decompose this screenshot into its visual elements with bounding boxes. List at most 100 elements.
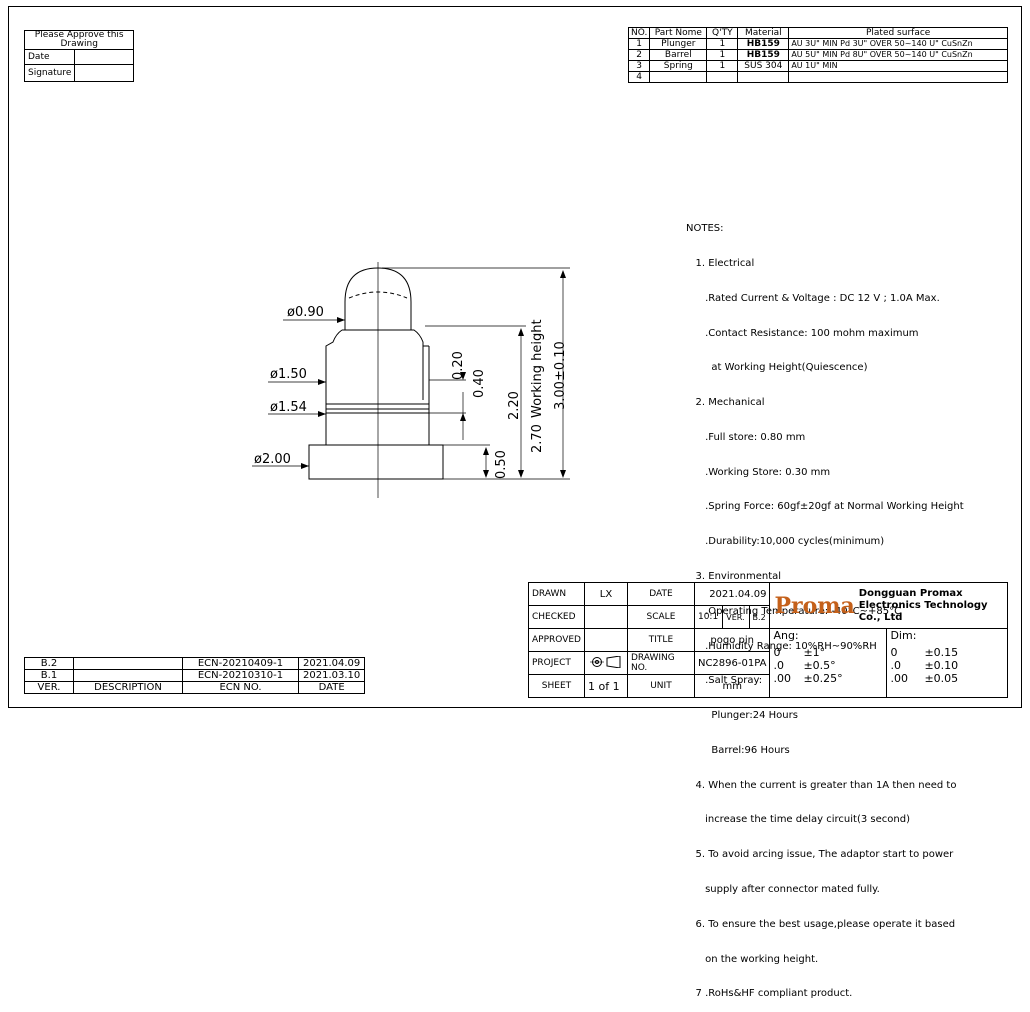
note-line: 4. When the current is greater than 1A t…	[686, 779, 957, 791]
rev-cell: ECN-20210310-1	[182, 669, 299, 682]
tb-title-label: TITLE	[626, 628, 695, 652]
note-line: .Spring Force: 60gf±20gf at Normal Worki…	[686, 501, 964, 513]
tb-scale-value: 10:1	[693, 605, 724, 629]
note-line: Plunger:24 Hours	[686, 710, 798, 722]
pin-outline	[252, 262, 570, 498]
arrow	[560, 270, 566, 278]
arrow	[318, 379, 326, 385]
tb-date-value: 2021.04.09	[693, 582, 771, 606]
tb-dim-value: ±0.05	[924, 672, 959, 685]
tb-scale-label: SCALE	[626, 605, 695, 629]
dim-h220: 2.20	[507, 391, 522, 420]
rev-cell: 2021.04.09	[297, 657, 366, 670]
tb-unit-value: mm	[693, 674, 771, 698]
tb-title-value: pogo pin	[693, 628, 771, 652]
tb-drawn-label: DRAWN	[528, 582, 585, 606]
note-line: NOTES:	[686, 223, 724, 235]
note-line: .Working Store: 0.30 mm	[686, 466, 831, 478]
note-line: Barrel:96 Hours	[686, 744, 790, 756]
tb-ang-key: .00	[773, 672, 791, 685]
note-line: increase the time delay circuit(3 second…	[686, 814, 910, 826]
note-line: .Rated Current & Voltage : DC 12 V ; 1.0…	[686, 292, 940, 304]
table-row: B.1 ECN-20210310-1 2021.03.10	[24, 669, 366, 682]
note-line: .Durability:10,000 cycles(minimum)	[686, 536, 885, 548]
rev-cell	[73, 669, 183, 682]
dim-h040: 0.40	[472, 369, 487, 398]
approve-signature-label: Signature	[23, 64, 76, 82]
dim-d090: ø0.90	[287, 305, 324, 320]
approval-box: Please Approve this Drawing Date Signatu…	[23, 30, 135, 82]
tb-logo-cell: Proma Dongguan Promax Electronics Techno…	[769, 582, 1008, 629]
rev-header: DATE	[297, 681, 366, 694]
tb-angular-tolerance: Ang: 0 ±1° .0 ±0.5° .00 ±0.25°	[769, 628, 888, 698]
tb-projection-symbol	[583, 651, 628, 675]
tb-approved-value	[583, 628, 628, 652]
tb-drawing-no-value: NC2896-01PA	[693, 651, 771, 675]
arrow	[318, 411, 326, 417]
approve-signature-value	[74, 64, 135, 82]
revision-header-row: VER. DESCRIPTION ECN NO. DATE	[24, 681, 366, 694]
tb-ang-value: ±0.25°	[803, 672, 843, 685]
tb-dim-label: Dim:	[890, 629, 917, 642]
tb-ang-key: 0	[773, 646, 781, 659]
tb-unit-label: UNIT	[626, 674, 695, 698]
tb-date-label: DATE	[626, 582, 695, 606]
rev-header: ECN NO.	[182, 681, 299, 694]
note-line: supply after connector mated fully.	[686, 884, 880, 896]
tb-checked-value	[583, 605, 628, 629]
pogo-pin-drawing: ø0.90 ø1.50 ø1.54 ø2.00 0.20 0.40 0.50 2…	[252, 262, 570, 498]
company-name: Dongguan Promax Electronics Technology C…	[858, 587, 988, 623]
note-line: 6. To ensure the best usage,please opera…	[686, 918, 956, 930]
tb-dim-value: ±0.10	[924, 659, 959, 672]
dim-h270: 2.70	[530, 424, 545, 453]
parts-cell	[788, 71, 1008, 83]
parts-cell: 1	[627, 38, 651, 50]
table-row: 4	[627, 71, 1008, 83]
tb-approved-label: APPROVED	[528, 628, 585, 652]
tb-dim-value: ±0.15	[924, 646, 959, 659]
arrow	[518, 470, 524, 478]
parts-header: NO.	[627, 27, 651, 39]
dim-working-height: Working height	[530, 319, 545, 418]
note-line: 5. To avoid arcing issue, The adaptor st…	[686, 849, 954, 861]
dim-h300: 3.00±0.10	[553, 341, 568, 410]
arrow	[560, 470, 566, 478]
parts-cell	[737, 71, 790, 83]
revision-table: B.2 ECN-20210409-1 2021.04.09 B.1 ECN-20…	[24, 657, 366, 694]
tb-project-label: PROJECT	[528, 651, 585, 675]
tb-dim-tolerance: Dim: 0±0.15 .0±0.10 .00±0.05	[886, 628, 1008, 698]
tb-ang-label: Ang:	[773, 629, 799, 642]
tb-ver-label: VER.	[722, 605, 750, 629]
table-row: 3 Spring 1 SUS 304 AU 1U" MIN	[627, 60, 1008, 72]
rev-header: DESCRIPTION	[73, 681, 183, 694]
rev-cell: B.2	[24, 657, 74, 670]
arrow	[460, 413, 466, 421]
dim-d200: ø2.00	[254, 452, 291, 467]
barrel-flange	[308, 444, 444, 480]
barrel-neck-left	[325, 329, 343, 400]
tb-ang-value: ±0.5°	[803, 659, 836, 672]
tb-ang-key: .0	[773, 659, 784, 672]
note-line: .Full store: 0.80 mm	[686, 431, 806, 443]
dim-arrows	[301, 270, 566, 478]
barrel-neck-right	[342, 329, 424, 400]
arrow	[460, 372, 466, 380]
rev-cell: B.1	[24, 669, 74, 682]
tb-dim-key: .00	[890, 672, 908, 685]
table-row: 2 Barrel 1 HB159 AU 5U" MIN Pd 8U" OVER …	[627, 49, 1008, 61]
tb-ang-value: ±1°	[803, 646, 826, 659]
title-block: DRAWN LX DATE 2021.04.09 Proma Dongguan …	[528, 582, 1008, 698]
note-line: 2. Mechanical	[686, 397, 765, 409]
drawing-frame	[8, 6, 1022, 708]
tb-ver-value: B.2	[748, 605, 771, 629]
note-line: at Working Height(Quiescence)	[686, 362, 868, 374]
tb-drawn-value: LX	[583, 582, 628, 606]
parts-cell: 4	[627, 71, 651, 83]
tb-dim-key: .0	[890, 659, 901, 672]
arrow	[483, 447, 489, 455]
table-row: B.2 ECN-20210409-1 2021.04.09	[24, 657, 366, 670]
parts-table: NO. Part Nome Q'TY Material Plated surfa…	[627, 27, 1008, 83]
dim-h020: 0.20	[451, 351, 466, 380]
note-line: 1. Electrical	[686, 257, 755, 269]
arrow	[483, 470, 489, 478]
